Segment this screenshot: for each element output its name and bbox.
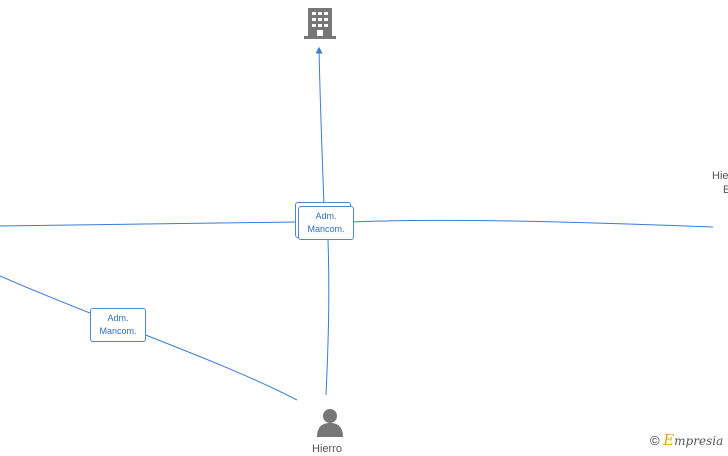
edge-label-left-line2: Mancom. (99, 326, 137, 336)
edge-label-top[interactable]: Adm. Mancom. (298, 206, 354, 240)
edge-label-top-line2: Mancom. (307, 224, 345, 234)
edge-label-left[interactable]: Adm. Mancom. (90, 308, 146, 342)
edge-center-to-company (315, 46, 325, 207)
edge-center-to-left (0, 221, 297, 227)
footer-brand: © Empresia (650, 430, 728, 450)
edge-center-to-person (325, 239, 330, 396)
edge-center-to-right (351, 219, 714, 228)
right-node-label-line1: Hie (712, 170, 728, 182)
brand-logo-initial: E (663, 431, 675, 449)
right-node-label-line2: E (723, 184, 728, 196)
copyright-symbol: © (650, 433, 660, 448)
person-icon[interactable] (317, 409, 343, 437)
edge-label-left-line1: Adm. (107, 313, 129, 323)
edge-label-top-line1: Adm. (315, 211, 337, 221)
edge-left-to-person (0, 275, 298, 401)
brand-logo-text: mpresia (674, 434, 724, 448)
building-icon[interactable] (304, 8, 336, 39)
